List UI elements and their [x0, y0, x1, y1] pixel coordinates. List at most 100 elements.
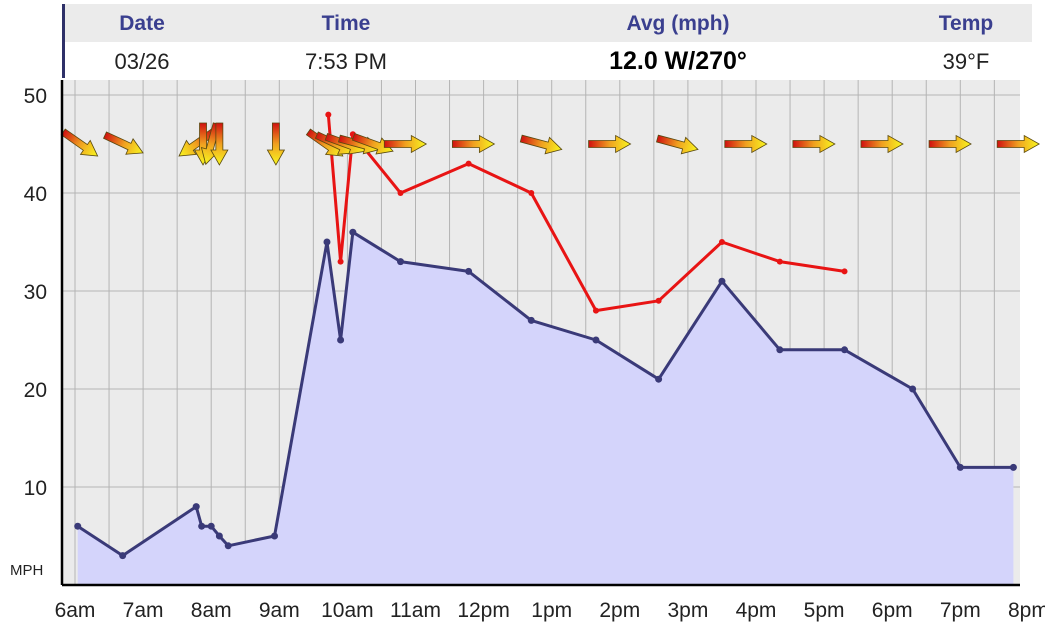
- gust-point: [592, 336, 600, 344]
- y-tick-label: 50: [24, 85, 47, 108]
- date-value: 03/26: [114, 49, 170, 74]
- wind-arrow-shape: [724, 134, 768, 154]
- x-tick-label: 8am: [191, 599, 232, 622]
- gust-point: [337, 336, 345, 344]
- header-panel: Date Time Avg (mph) Temp 03/26 7:53 PM 1…: [62, 4, 1032, 78]
- gust-point: [207, 522, 215, 530]
- header-labels-row: [62, 4, 1032, 42]
- y-tick-label: 10: [24, 477, 47, 500]
- wind-arrow-icon: [928, 134, 972, 154]
- avg-value: 12.0 W/270°: [609, 47, 747, 75]
- y-tick-label: 40: [24, 183, 47, 206]
- x-tick-label: 12pm: [457, 599, 510, 622]
- time-value: 7:53 PM: [305, 49, 387, 74]
- date-label: Date: [119, 12, 165, 35]
- wind-arrow-shape: [266, 122, 286, 166]
- x-tick-label: 7am: [123, 599, 164, 622]
- gust-point: [465, 267, 473, 275]
- peak-point: [325, 111, 332, 118]
- header-left-border: [62, 4, 65, 78]
- gust-point: [271, 532, 279, 540]
- gust-point: [397, 258, 405, 266]
- wind-arrow-icon: [210, 122, 229, 166]
- time-label: Time: [321, 12, 371, 35]
- gust-point: [718, 277, 726, 285]
- peak-point: [528, 190, 535, 196]
- gust-line: [76, 230, 1014, 558]
- gust-point: [909, 385, 917, 393]
- x-tick-label: 9am: [259, 599, 300, 622]
- gust-point: [1009, 463, 1017, 471]
- wind-arrow-icon: [519, 134, 563, 155]
- wind-arrow-shape: [451, 134, 496, 154]
- wind-arrow-shape: [588, 134, 632, 154]
- wind-arrow-icon: [656, 134, 699, 155]
- x-tick-label: 2pm: [599, 599, 640, 622]
- wind-arrow-icon: [860, 134, 904, 154]
- gust-point: [119, 552, 127, 560]
- x-tick-label: 4pm: [736, 599, 777, 622]
- peak-point: [655, 297, 662, 304]
- gust-point: [841, 346, 849, 354]
- peak-line-layer: [325, 111, 848, 314]
- wind-arrow-icon: [724, 134, 768, 154]
- peak-point: [776, 258, 783, 265]
- y-tick-label: 20: [24, 379, 47, 402]
- x-tick-label: 10am: [321, 599, 374, 622]
- gust-point: [956, 463, 964, 471]
- peak-point: [465, 160, 472, 167]
- gust-area-layer: [74, 228, 1017, 585]
- x-tick-label: 6pm: [872, 599, 913, 622]
- wind-arrow-icon: [588, 134, 632, 154]
- wind-arrow-icon: [383, 134, 428, 154]
- wind-arrow-shape: [383, 134, 428, 154]
- wind-arrow-icon: [60, 128, 99, 157]
- y-tick-label: 30: [24, 281, 47, 304]
- x-tick-label: 11am: [390, 599, 441, 622]
- peak-point: [397, 190, 404, 196]
- x-tick-label: 3pm: [667, 599, 708, 622]
- gust-point: [74, 522, 82, 530]
- gust-point: [198, 522, 206, 530]
- gust-point: [349, 228, 357, 236]
- axes: [60, 80, 1020, 587]
- gust-point: [224, 542, 232, 550]
- peak-point: [337, 258, 344, 265]
- x-tick-label: 1pm: [531, 599, 572, 622]
- peak-point: [592, 307, 599, 314]
- avg-label: Avg (mph): [626, 12, 730, 35]
- x-tick-label: 7pm: [940, 599, 981, 622]
- x-tick-label: 8pm: [1008, 599, 1045, 622]
- wind-arrow-icon: [266, 122, 286, 166]
- wind-arrow-icon: [451, 134, 496, 154]
- wind-arrow-shape: [60, 128, 99, 157]
- wind-arrow-shape: [996, 134, 1040, 154]
- temp-label: Temp: [938, 12, 994, 35]
- temp-value: 39°F: [942, 49, 990, 74]
- wind-arrow-icon: [792, 134, 836, 154]
- wind-arrow-icon: [996, 134, 1040, 154]
- wind-arrow-shape: [656, 134, 699, 155]
- peak-point: [718, 239, 725, 245]
- gust-point: [776, 346, 784, 354]
- y-axis-label: MPH: [10, 562, 43, 579]
- wind-arrow-shape: [928, 134, 972, 154]
- wind-arrow-icon: [102, 131, 144, 155]
- gust-point: [655, 375, 663, 383]
- wind-arrow-shape: [210, 122, 229, 166]
- wind-direction-arrows: [60, 122, 1040, 166]
- x-tick-label: 6am: [55, 599, 96, 622]
- x-tick-label: 5pm: [804, 599, 845, 622]
- wind-arrow-shape: [792, 134, 836, 154]
- gust-point: [323, 238, 331, 246]
- wind-arrow-shape: [102, 131, 144, 155]
- gust-point: [215, 532, 223, 540]
- gust-point: [527, 316, 535, 324]
- wind-arrow-icon: [351, 133, 394, 155]
- wind-arrow-shape: [351, 133, 394, 155]
- header-values-row: [62, 42, 1032, 78]
- gust-area-fill: [77, 232, 1014, 585]
- gust-point: [192, 503, 200, 511]
- wind-arrow-shape: [519, 134, 563, 155]
